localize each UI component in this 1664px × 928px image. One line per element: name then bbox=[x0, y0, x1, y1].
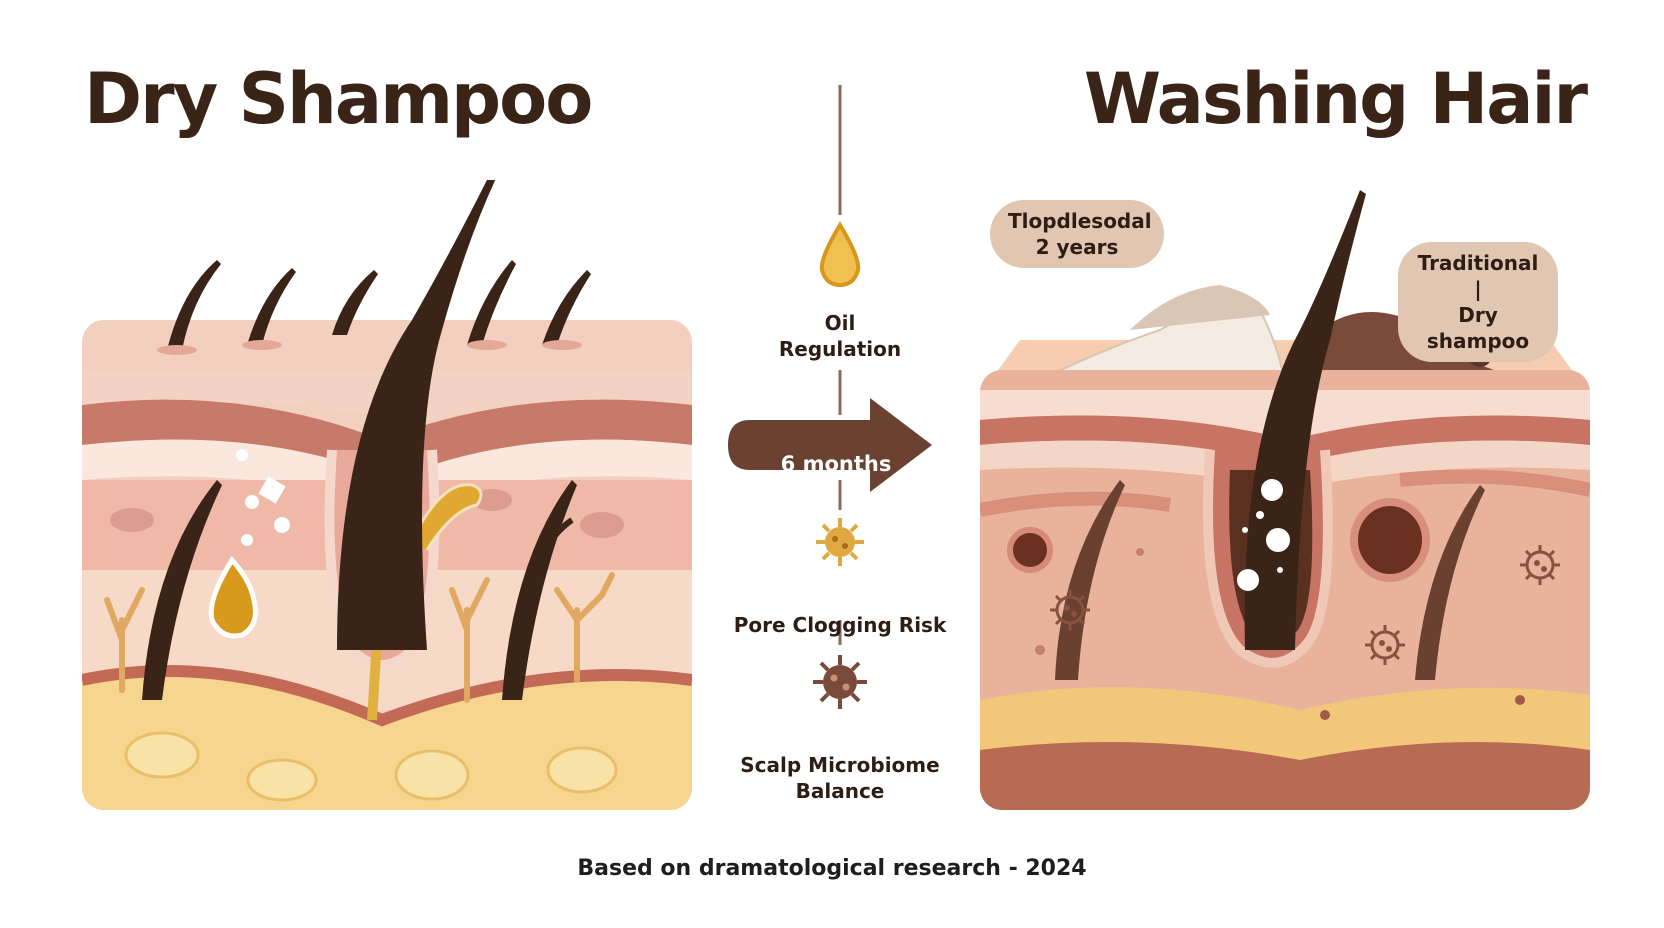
skin-wave bbox=[980, 469, 1590, 517]
nerve-branch bbox=[104, 587, 145, 693]
pore-opening bbox=[467, 340, 507, 350]
right-title: Washing Hair bbox=[1083, 58, 1588, 140]
fat-boundary-lower bbox=[980, 742, 1590, 810]
shampoo-particle bbox=[241, 534, 253, 546]
shampoo-particle bbox=[245, 495, 259, 509]
skin-dot bbox=[1320, 710, 1330, 720]
microbe-icon bbox=[1365, 625, 1405, 665]
right-arrow-icon bbox=[728, 398, 932, 492]
oil-regulation-label: Oil Regulation bbox=[778, 311, 902, 361]
fat-layer bbox=[82, 671, 692, 810]
hair-root bbox=[1055, 480, 1125, 680]
shampoo-particle bbox=[274, 517, 290, 533]
microbe-icon bbox=[1520, 545, 1560, 585]
washing-hair-skin-diagram bbox=[980, 190, 1590, 810]
fat-cell bbox=[546, 746, 618, 794]
skin-dot bbox=[1136, 548, 1144, 556]
pore-opening bbox=[542, 340, 582, 350]
microbe-icon bbox=[1050, 590, 1090, 630]
shampoo-particle bbox=[236, 449, 248, 461]
skin-dot bbox=[1515, 695, 1525, 705]
skin-cell bbox=[580, 512, 624, 538]
pore-clogging-label: Pore Clogging Risk bbox=[733, 613, 947, 637]
skin-band-light bbox=[82, 439, 692, 510]
dry-shampoo-residue-light bbox=[1130, 285, 1270, 330]
skin-cell bbox=[110, 508, 154, 532]
nerve-branch bbox=[554, 572, 615, 683]
oil-gland-duct bbox=[410, 483, 483, 551]
fat-cell bbox=[124, 731, 200, 779]
fat-cell bbox=[246, 758, 318, 802]
left-title: Dry Shampoo bbox=[84, 58, 593, 140]
product-bubble: Traditional | Dry shampoo bbox=[1398, 242, 1558, 362]
pore-opening bbox=[242, 340, 282, 350]
skin-dot bbox=[1035, 645, 1045, 655]
clogged-pore bbox=[1350, 498, 1430, 582]
hair-root bbox=[1415, 485, 1485, 680]
clogged-pore bbox=[1007, 527, 1053, 573]
short-hair bbox=[467, 260, 516, 345]
short-hair bbox=[332, 270, 378, 335]
short-hair bbox=[247, 268, 296, 345]
shampoo-particle bbox=[258, 476, 286, 504]
short-hair bbox=[167, 260, 221, 350]
oil-drop-icon bbox=[208, 555, 258, 639]
hair-branch bbox=[519, 517, 574, 601]
microbiome-label: Scalp Microbiome Balance bbox=[740, 753, 940, 803]
oil-gland-duct bbox=[367, 639, 382, 721]
dry-shampoo-skin-diagram bbox=[82, 180, 692, 810]
short-hair bbox=[542, 270, 591, 345]
fat-cell bbox=[394, 749, 470, 801]
arrow-label: 6 months bbox=[780, 452, 892, 476]
fat-boundary bbox=[82, 665, 692, 727]
bacteria-icon bbox=[816, 518, 864, 566]
hair-root bbox=[142, 480, 222, 700]
main-hair-shaft bbox=[337, 180, 496, 650]
pore-opening bbox=[157, 345, 197, 355]
oil-drop-icon bbox=[819, 221, 861, 288]
duration-bubble: Tlopdlesodal 2 years bbox=[990, 200, 1164, 268]
nerve-branch bbox=[449, 577, 490, 703]
center-timeline bbox=[728, 85, 932, 709]
microbe-icon bbox=[813, 655, 867, 709]
footer-source: Based on dramatological research - 2024 bbox=[577, 856, 1087, 881]
residue-particle bbox=[1237, 479, 1290, 591]
